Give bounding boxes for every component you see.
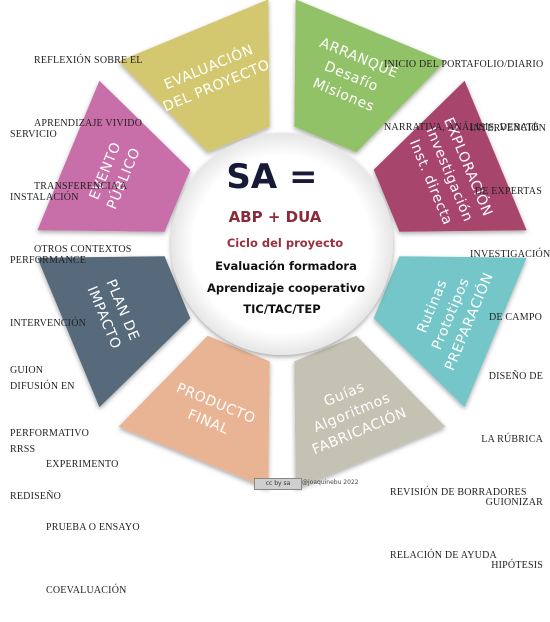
note-line: INVESTIGACIÓN bbox=[470, 249, 550, 260]
center-hub-circle bbox=[171, 133, 393, 355]
note-line: PERFORMANCE bbox=[10, 255, 87, 266]
note-line: INSTALACIÓN bbox=[10, 192, 79, 203]
note-line: OTROS CONTEXTOS bbox=[34, 244, 132, 255]
note-line: REFLEXIÓN SOBRE EL bbox=[34, 55, 143, 66]
note-line: LA RÚBRICA bbox=[481, 434, 543, 445]
segment-arranque bbox=[294, 0, 446, 153]
segment-producto-final bbox=[118, 335, 270, 489]
note-line: PERFORMATIVO bbox=[10, 428, 90, 439]
note-line: APRENDIZAJE VIVIDO bbox=[34, 118, 143, 129]
center-hub: SA = ABP + DUA Ciclo del proyecto Evalua… bbox=[171, 133, 393, 355]
note-line: INICIO DEL PORTAFOLIO/DIARIO bbox=[384, 59, 544, 70]
segment-exploracion bbox=[373, 80, 527, 232]
note-line: INTERVENCIÓN bbox=[10, 318, 87, 329]
note-line: COEVALUACIÓN bbox=[46, 585, 127, 596]
notes-producto: EXPERIMENTO PRUEBA O ENSAYO COEVALUACIÓN bbox=[46, 412, 140, 622]
note-line: SERVICIO bbox=[10, 129, 57, 140]
project-cycle-diagram: ARRANQUEDesafíoMisionesEXPLORACIÓNInvest… bbox=[37, 0, 527, 489]
notes-evento: SERVICIO INSTALACIÓN PERFORMANCE INTERVE… bbox=[10, 82, 86, 481]
segment-plan-de-impacto bbox=[37, 256, 191, 408]
note-line: DE EXPERTAS bbox=[474, 186, 542, 197]
notes-exploracion: INTERVENCIÓN DE EXPERTAS INVESTIGACIÓN D… bbox=[470, 76, 550, 349]
notes-arranque: INICIO DEL PORTAFOLIO/DIARIO NARRATIVA, … bbox=[384, 12, 543, 159]
segment-preparacion bbox=[373, 256, 527, 408]
center-line-evaluation: Evaluación formadora bbox=[215, 259, 357, 273]
center-line-cycle: Ciclo del proyecto bbox=[227, 236, 343, 250]
center-line-tic: TIC/TAC/TEP bbox=[243, 302, 320, 316]
note-line: GUION bbox=[10, 365, 44, 376]
segments-layer: ARRANQUEDesafíoMisionesEXPLORACIÓNInvest… bbox=[37, 0, 527, 489]
note-line: EXPERIMENTO bbox=[46, 459, 119, 470]
note-line: TRANSFERENCIA A bbox=[34, 181, 128, 192]
note-line: NARRATIVA, ANÁLISIS, DEBATE bbox=[384, 122, 540, 133]
note-line: RELACIÓN DE AYUDA bbox=[390, 550, 497, 561]
center-subtitle: ABP + DUA bbox=[229, 208, 322, 226]
center-line-cooperative: Aprendizaje cooperativo bbox=[207, 281, 365, 295]
note-line: REVISIÓN DE BORRADORES bbox=[390, 487, 527, 498]
segment-evaluacion-del-proyecto bbox=[118, 0, 270, 153]
segment-fabricacion bbox=[294, 335, 446, 489]
license-badge: cc by sa bbox=[254, 478, 302, 490]
center-title: SA = bbox=[226, 157, 317, 197]
notes-evaluacion: REFLEXIÓN SOBRE EL APRENDIZAJE VIVIDO TR… bbox=[34, 8, 143, 281]
notes-fabricacion: REVISIÓN DE BORRADORES RELACIÓN DE AYUDA bbox=[390, 440, 527, 587]
note-line: PRUEBA O ENSAYO bbox=[46, 522, 140, 533]
note-line: DE CAMPO bbox=[489, 312, 542, 323]
note-line: DISEÑO DE bbox=[488, 371, 543, 382]
segment-evento-publico bbox=[37, 80, 191, 232]
note-line: RRSS bbox=[10, 444, 36, 455]
author-credit: @joaquinebu 2022 bbox=[302, 479, 359, 486]
notes-plan: GUION PERFORMATIVO REDISEÑO bbox=[10, 318, 89, 528]
note-line: DIFUSIÓN EN bbox=[10, 381, 75, 392]
note-line: REDISEÑO bbox=[10, 491, 62, 502]
note-line: INTERVENCIÓN bbox=[470, 123, 547, 134]
